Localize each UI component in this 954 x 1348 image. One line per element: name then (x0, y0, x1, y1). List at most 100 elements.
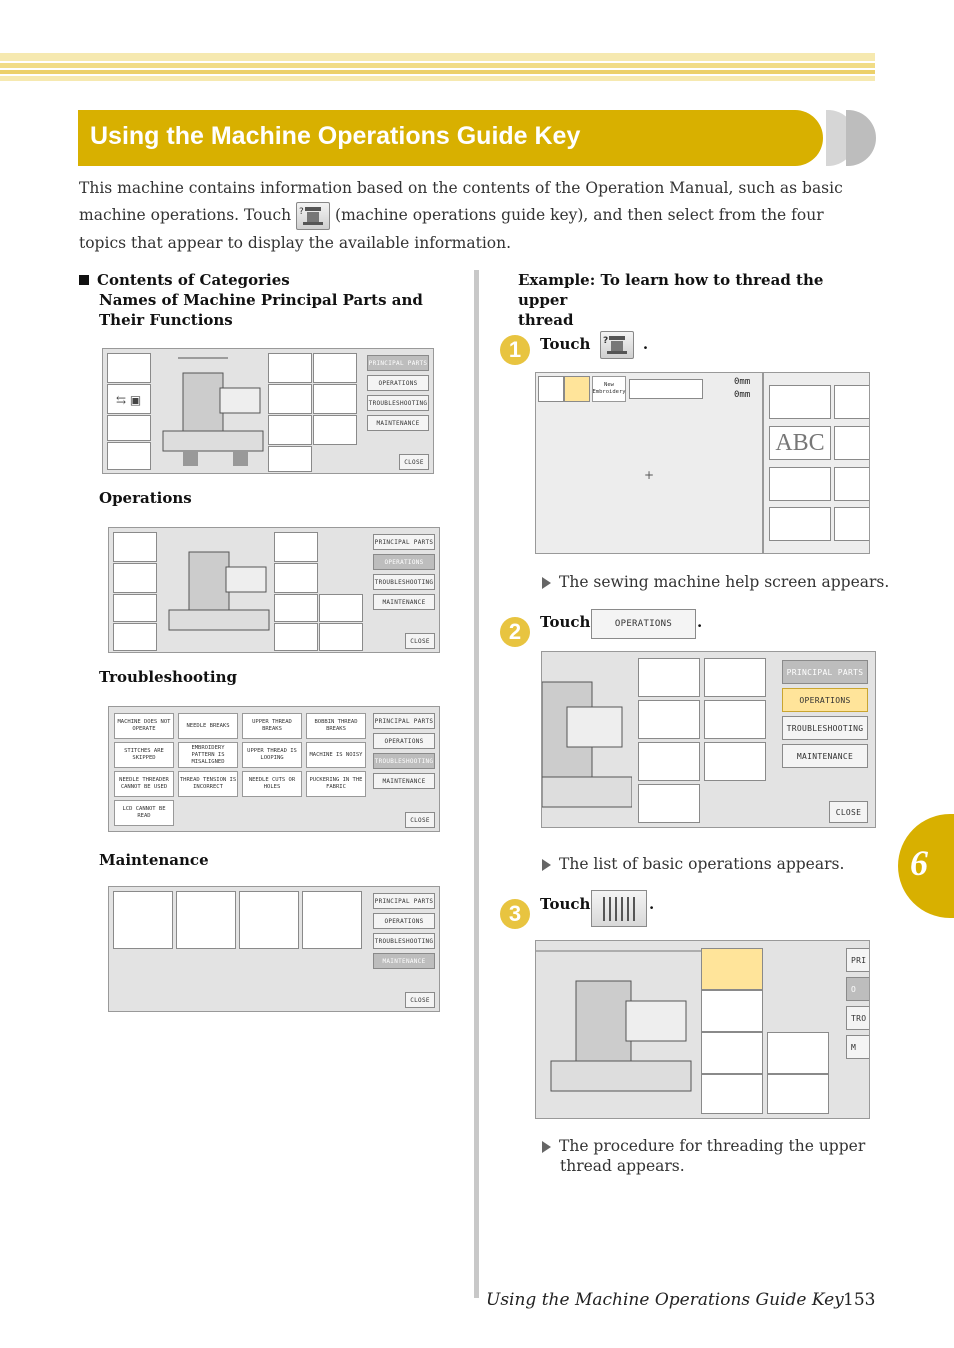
abc-label: ABC (775, 430, 825, 456)
trouble-topic[interactable]: NEEDLE BREAKS (178, 713, 238, 739)
mm-display-1: 0mm (734, 377, 751, 387)
operations-button[interactable]: OPERATIONS (373, 733, 435, 749)
trouble-topic[interactable]: STITCHES ARE SKIPPED (114, 742, 174, 768)
maintenance-button[interactable]: MAINTENANCE (373, 773, 435, 789)
trouble-topic[interactable]: UPPER THREAD IS LOOPING (242, 742, 302, 768)
operations-button[interactable]: OPERATIONS (782, 688, 868, 712)
tile-list-icon[interactable] (538, 376, 564, 402)
tile-bobbin (268, 446, 312, 472)
operations-button[interactable]: OPERATIONS (373, 913, 435, 929)
trouble-topic[interactable]: MACHINE IS NOISY (306, 742, 366, 768)
arrow-icon (542, 577, 551, 589)
close-button[interactable]: CLOSE (829, 801, 868, 823)
tile-hoop-level[interactable] (767, 1032, 829, 1074)
tile-cap (313, 384, 357, 414)
troubleshooting-button[interactable]: TROUBLESHOOTING (373, 753, 435, 769)
tile-abc[interactable]: ABC (769, 426, 831, 460)
mm-display-2: 0mm (734, 390, 751, 400)
tile-presser-foot[interactable] (701, 990, 763, 1032)
banner-decoration-2 (846, 110, 876, 166)
trouble-topic[interactable]: NEEDLE CUTS OR HOLES (242, 771, 302, 797)
tile-ak[interactable] (834, 426, 869, 460)
tile-needle-bars-active[interactable] (701, 948, 763, 990)
troubleshooting-button[interactable]: TROUBLESHOOTING (367, 395, 429, 411)
header-stripe-2 (0, 63, 875, 68)
tile-needle-change[interactable] (701, 1032, 763, 1074)
tile-arrows[interactable] (629, 379, 703, 399)
step-3-touch: Touch (540, 895, 590, 913)
tile-embroidery[interactable] (834, 467, 869, 501)
tile-bobbin-case[interactable] (701, 1074, 763, 1114)
operations-inline-button[interactable]: OPERATIONS (591, 609, 696, 639)
maintenance-button[interactable]: MAINTENANCE (367, 415, 429, 431)
tile-needle-bars (274, 532, 318, 562)
machine-illustration (536, 950, 701, 1092)
tile-guide-key-active[interactable] (564, 376, 590, 402)
principal-parts-button[interactable]: PRINCIPAL PARTS (373, 893, 435, 909)
step-1-touch-label: Touch (540, 335, 591, 353)
categories-heading: Contents of Categories (79, 270, 429, 290)
close-button[interactable]: CLOSE (399, 454, 429, 470)
maintenance-button-partial[interactable]: M (846, 1035, 869, 1059)
tile-computer[interactable] (834, 507, 869, 541)
principal-parts-button[interactable]: PRINCIPAL PARTS (373, 713, 435, 729)
intro-text-2: (machine operations guide key), and then… (79, 206, 824, 252)
principal-parts-button-partial[interactable]: PRI (846, 948, 869, 972)
tile-butterfly-patterns[interactable] (769, 385, 831, 419)
tile-panel-3 (268, 415, 312, 445)
close-button[interactable]: CLOSE (405, 812, 435, 828)
principal-parts-screen: ⇆ ▣ PRINCIPAL PARTS OPERATIONS TROUBLESH… (102, 348, 434, 474)
troubleshooting-button[interactable]: TROUBLESHOOTING (373, 933, 435, 949)
example-heading-line1: Example: To learn how to thread the uppe… (518, 271, 824, 309)
usb-icon[interactable] (769, 507, 831, 541)
troubleshooting-button[interactable]: TROUBLESHOOTING (373, 574, 435, 590)
trouble-topic[interactable]: BOBBIN THREAD BREAKS (306, 713, 366, 739)
step-2-result-text: The list of basic operations appears. (559, 855, 845, 873)
tile-spools[interactable] (704, 658, 766, 697)
maintenance-button[interactable]: MAINTENANCE (782, 744, 868, 768)
maintenance-button[interactable]: MAINTENANCE (373, 594, 435, 610)
page-number: 153 (843, 1290, 876, 1310)
trouble-topic[interactable]: EMBROIDERY PATTERN IS MISALIGNED (178, 742, 238, 768)
guide-key-icon: ? (599, 331, 634, 359)
tile-clean-hook (113, 891, 173, 949)
tile-rotary-hook[interactable] (767, 1074, 829, 1114)
trouble-topic[interactable]: THREAD TENSION IS INCORRECT (178, 771, 238, 797)
tile-case[interactable] (704, 742, 766, 781)
svg-text:?: ? (603, 336, 608, 346)
tile-panel-3[interactable] (638, 742, 700, 781)
troubleshooting-button-partial[interactable]: TRO (846, 1006, 869, 1030)
operations-button[interactable]: OPERATIONS (367, 375, 429, 391)
tile-rotary-hook (319, 623, 363, 651)
maintenance-button[interactable]: MAINTENANCE (373, 953, 435, 969)
principal-parts-button[interactable]: PRINCIPAL PARTS (373, 534, 435, 550)
troubleshooting-button[interactable]: TROUBLESHOOTING (782, 716, 868, 740)
operations-button[interactable]: OPERATIONS (373, 554, 435, 570)
trouble-topic[interactable]: MACHINE DOES NOT OPERATE (114, 713, 174, 739)
close-button[interactable]: CLOSE (405, 992, 435, 1008)
trouble-topic[interactable]: NEEDLE THREADER CANNOT BE USED (114, 771, 174, 797)
new-embroidery-button[interactable]: New Embroidery (592, 376, 626, 402)
tile-panel-2[interactable] (638, 700, 700, 739)
tile-cap[interactable] (704, 700, 766, 739)
tile-usb: ⇆ ▣ (107, 384, 151, 414)
principal-parts-button[interactable]: PRINCIPAL PARTS (367, 355, 429, 371)
step-1-number: 1 (500, 335, 530, 365)
needle-bars-key-icon[interactable] (591, 890, 647, 927)
trouble-topic[interactable]: UPPER THREAD BREAKS (242, 713, 302, 739)
principal-parts-button[interactable]: PRINCIPAL PARTS (782, 660, 868, 684)
operations-button-partial[interactable]: O (846, 977, 869, 1001)
tile-presser (274, 563, 318, 593)
trouble-topic[interactable]: PUCKERING IN THE FABRIC (306, 771, 366, 797)
step-3-result: The procedure for threading the upper th… (542, 1136, 865, 1176)
machine-illustration (162, 357, 264, 466)
tile-machine-card[interactable] (769, 467, 831, 501)
close-button[interactable]: CLOSE (405, 633, 435, 649)
tile-oil-machine (302, 891, 362, 949)
tile-panel-1[interactable] (638, 658, 700, 697)
tile-shapes[interactable] (834, 385, 869, 419)
trouble-topic[interactable]: LCD CANNOT BE READ (114, 800, 174, 826)
step-2-number: 2 (500, 617, 530, 647)
header-stripe-1 (0, 53, 875, 61)
tile-bobbin[interactable] (638, 784, 700, 823)
